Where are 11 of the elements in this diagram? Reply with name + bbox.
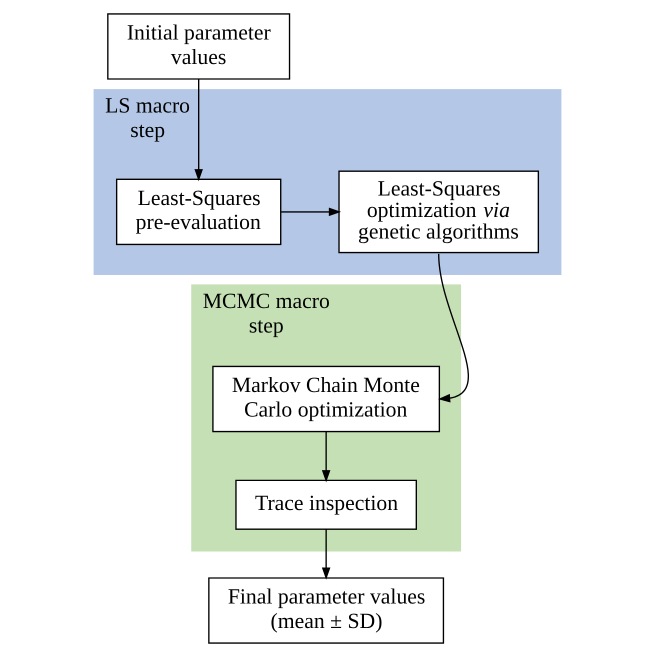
arrow: [280, 208, 341, 216]
arrow: [321, 432, 330, 482]
node-box: Markov Chain Monte Carlo optimization: [212, 366, 440, 432]
node-box: Final parameter values (mean ± SD): [208, 577, 444, 644]
node-box: Least-Squares optimization via genetic algorithms: [338, 170, 539, 254]
node-box: Trace inspection: [234, 480, 416, 530]
arrow: [194, 79, 202, 182]
node-box: Least-Squares pre-evaluation: [115, 178, 281, 246]
arrow: [438, 254, 468, 402]
node-box: Initial parameter values: [106, 13, 290, 80]
arrow: [321, 530, 330, 580]
